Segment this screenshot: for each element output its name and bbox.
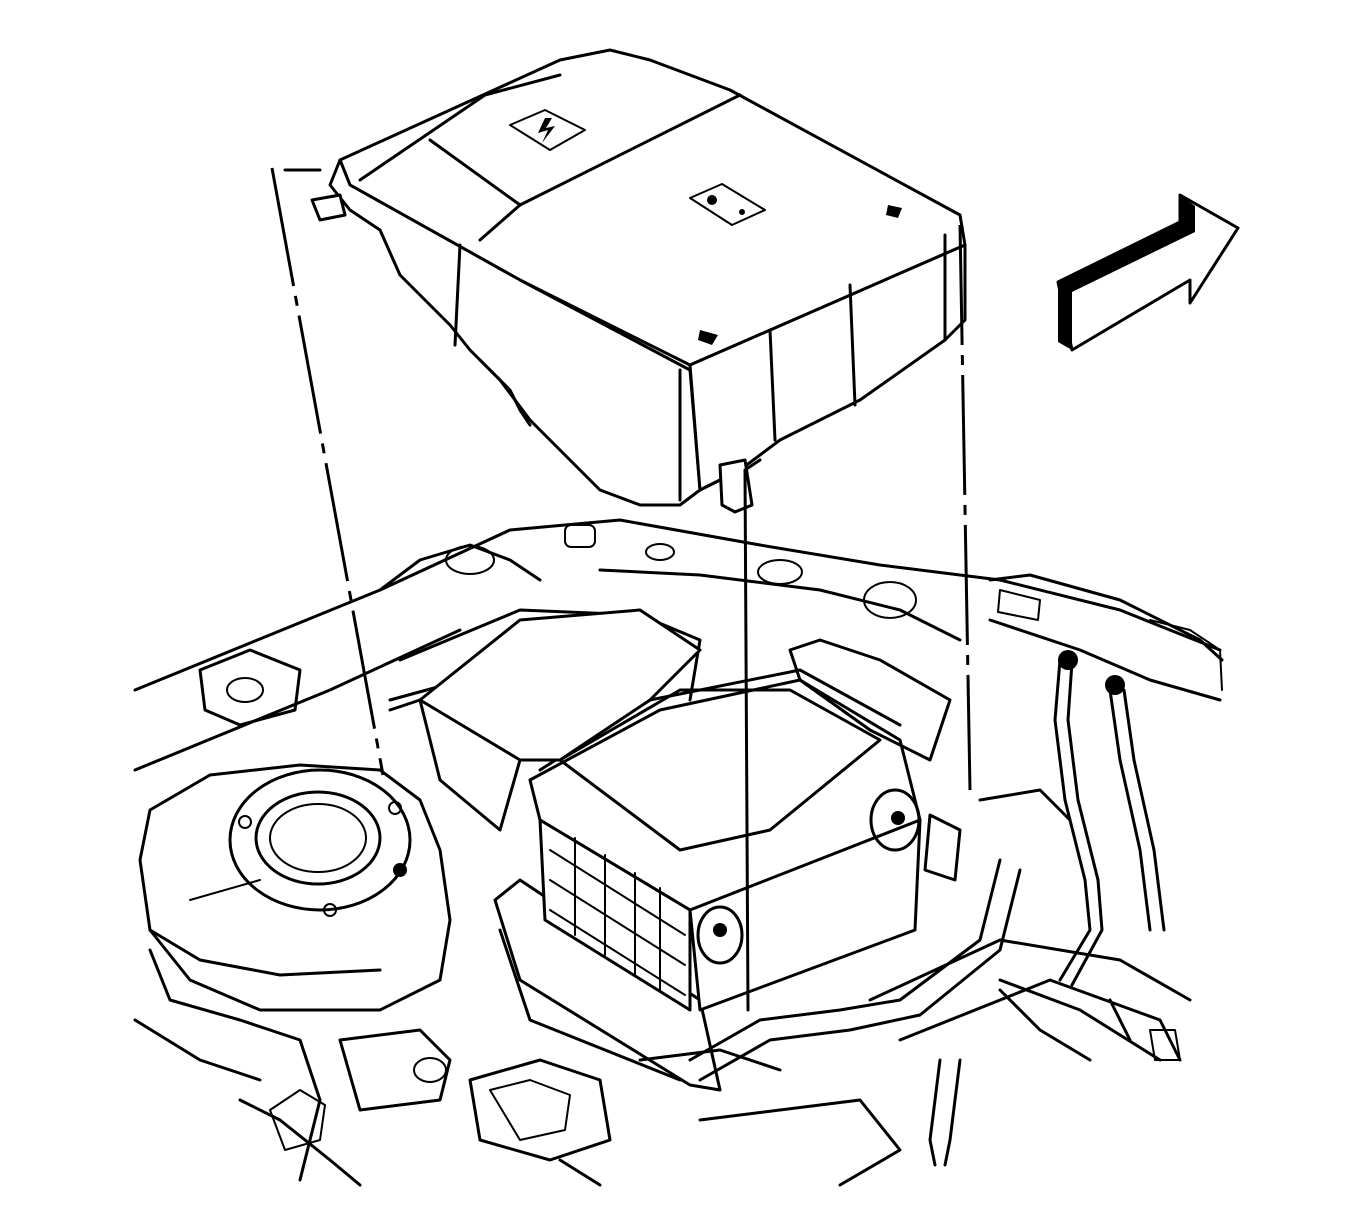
front-direction-arrow	[1056, 193, 1240, 352]
strut-tower	[138, 763, 452, 1012]
battery-cover	[310, 48, 967, 514]
removal-guide-lines	[270, 167, 972, 1012]
battery	[388, 608, 962, 1092]
battery-cables	[688, 650, 1166, 1167]
